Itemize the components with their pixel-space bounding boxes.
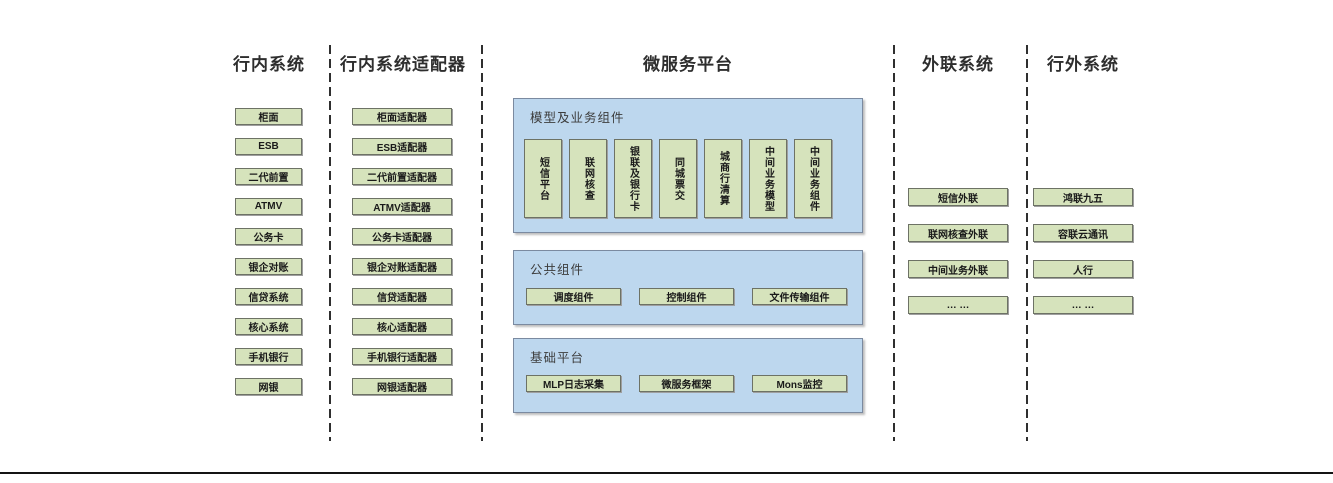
- column-title-external-link-systems: 外联系统: [922, 55, 994, 74]
- system-box: 二代前置: [235, 168, 302, 185]
- component-row: 短信平台 联网核查 银联及银行卡 同城票交 城商行清算 中间业务模型 中间业务组…: [524, 139, 832, 218]
- column-title-out-of-bank-systems: 行外系统: [1047, 55, 1119, 74]
- adapter-box: 公务卡适配器: [352, 228, 452, 245]
- column-external-link-systems: 短信外联 联网核查外联 中间业务外联 … …: [908, 188, 1008, 314]
- out-of-bank-box: 人行: [1033, 260, 1133, 278]
- out-of-bank-box: 鸿联九五: [1033, 188, 1133, 206]
- component-box: 调度组件: [526, 288, 621, 305]
- system-box: ESB: [235, 138, 302, 155]
- component-box: 中间业务组件: [794, 139, 832, 218]
- panel-title: 基础平台: [530, 351, 585, 365]
- panel-title: 公共组件: [530, 263, 585, 277]
- system-box: 手机银行: [235, 348, 302, 365]
- adapter-box: 二代前置适配器: [352, 168, 452, 185]
- column-divider: [481, 45, 483, 441]
- column-in-bank-systems: 柜面 ESB 二代前置 ATMV 公务卡 银企对账 信贷系统 核心系统 手机银行…: [235, 108, 302, 395]
- component-box: 中间业务模型: [749, 139, 787, 218]
- column-title-microservice-platform: 微服务平台: [643, 55, 733, 74]
- column-divider: [893, 45, 895, 441]
- adapter-box: 手机银行适配器: [352, 348, 452, 365]
- component-box: Mons监控: [752, 375, 847, 392]
- bottom-rule: [0, 472, 1333, 474]
- out-of-bank-box: 容联云通讯: [1033, 224, 1133, 242]
- component-box: 联网核查: [569, 139, 607, 218]
- out-of-bank-box: … …: [1033, 296, 1133, 314]
- adapter-box: 信贷适配器: [352, 288, 452, 305]
- adapter-box: 柜面适配器: [352, 108, 452, 125]
- system-box: 信贷系统: [235, 288, 302, 305]
- panel-common-components: 公共组件 调度组件 控制组件 文件传输组件: [513, 250, 863, 325]
- system-box: ATMV: [235, 198, 302, 215]
- column-in-bank-adapters: 柜面适配器 ESB适配器 二代前置适配器 ATMV适配器 公务卡适配器 银企对账…: [352, 108, 452, 395]
- component-row: 调度组件 控制组件 文件传输组件: [526, 288, 847, 305]
- component-box: 城商行清算: [704, 139, 742, 218]
- panel-base-platform: 基础平台 MLP日志采集 微服务框架 Mons监控: [513, 338, 863, 413]
- component-box: 控制组件: [639, 288, 734, 305]
- component-box: 短信平台: [524, 139, 562, 218]
- column-title-in-bank-adapters: 行内系统适配器: [340, 55, 466, 74]
- system-box: 银企对账: [235, 258, 302, 275]
- panel-model-business-components: 模型及业务组件 短信平台 联网核查 银联及银行卡 同城票交 城商行清算 中间业务…: [513, 98, 863, 233]
- external-link-box: 联网核查外联: [908, 224, 1008, 242]
- component-box: 银联及银行卡: [614, 139, 652, 218]
- external-link-box: 短信外联: [908, 188, 1008, 206]
- system-box: 柜面: [235, 108, 302, 125]
- component-box: 微服务框架: [639, 375, 734, 392]
- adapter-box: 银企对账适配器: [352, 258, 452, 275]
- column-divider: [1026, 45, 1028, 441]
- adapter-box: ESB适配器: [352, 138, 452, 155]
- system-box: 公务卡: [235, 228, 302, 245]
- system-box: 核心系统: [235, 318, 302, 335]
- adapter-box: 网银适配器: [352, 378, 452, 395]
- system-box: 网银: [235, 378, 302, 395]
- external-link-box: 中间业务外联: [908, 260, 1008, 278]
- component-box: 同城票交: [659, 139, 697, 218]
- adapter-box: ATMV适配器: [352, 198, 452, 215]
- column-out-of-bank-systems: 鸿联九五 容联云通讯 人行 … …: [1033, 188, 1133, 314]
- column-title-in-bank-systems: 行内系统: [233, 55, 305, 74]
- component-box: 文件传输组件: [752, 288, 847, 305]
- component-row: MLP日志采集 微服务框架 Mons监控: [526, 375, 847, 392]
- column-divider: [329, 45, 331, 441]
- adapter-box: 核心适配器: [352, 318, 452, 335]
- component-box: MLP日志采集: [526, 375, 621, 392]
- panel-title: 模型及业务组件: [530, 111, 625, 125]
- external-link-box: … …: [908, 296, 1008, 314]
